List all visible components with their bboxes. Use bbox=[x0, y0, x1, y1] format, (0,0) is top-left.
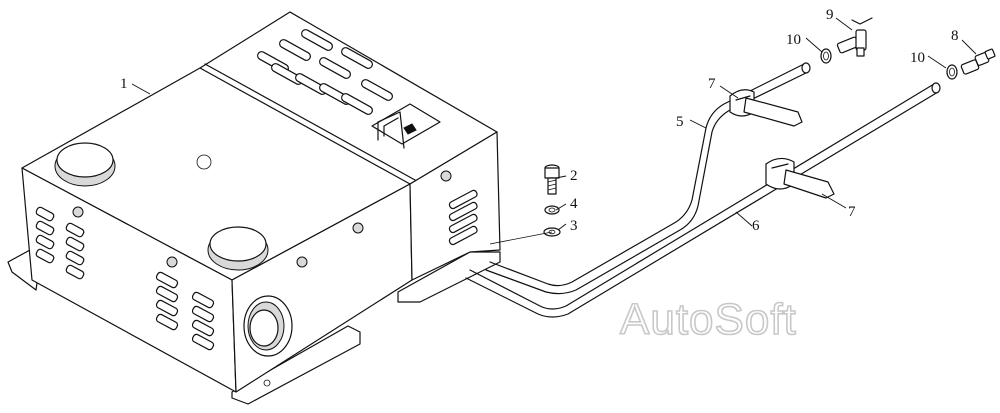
callout-10-upper: 10 bbox=[786, 32, 801, 48]
callout-2: 2 bbox=[570, 168, 578, 184]
callout-leaders bbox=[131, 17, 977, 231]
top-handle bbox=[371, 103, 441, 149]
clamp-upper bbox=[729, 89, 803, 127]
heater-unit bbox=[21, 11, 501, 393]
fitting bbox=[960, 48, 996, 75]
watermark-text: AutoSoft bbox=[620, 295, 797, 344]
pipe-6 bbox=[465, 82, 941, 318]
hose-clamp-upper bbox=[820, 48, 832, 64]
round-port-top-center bbox=[207, 226, 269, 271]
front-vents-left bbox=[35, 206, 85, 280]
nut bbox=[544, 205, 560, 215]
callout-10-lower: 10 bbox=[910, 50, 925, 66]
base-plate-front bbox=[231, 325, 361, 405]
callout-1: 1 bbox=[120, 76, 128, 92]
callout-3: 3 bbox=[570, 218, 578, 234]
callout-8: 8 bbox=[951, 28, 959, 44]
endcap-vents bbox=[448, 189, 478, 246]
callout-6: 6 bbox=[752, 218, 760, 234]
side-duct-outlet bbox=[243, 295, 293, 357]
hose-clamp-lower bbox=[946, 64, 958, 80]
round-port-top-left bbox=[54, 142, 116, 187]
callout-7-upper: 7 bbox=[708, 76, 716, 92]
callout-9: 9 bbox=[826, 7, 834, 23]
callout-5: 5 bbox=[676, 114, 684, 130]
valve bbox=[836, 17, 873, 57]
callout-labels: 1 2 3 4 5 6 7 7 8 9 10 10 bbox=[120, 7, 959, 234]
bolt bbox=[544, 164, 560, 195]
screws bbox=[72, 170, 452, 268]
top-vents bbox=[257, 29, 393, 115]
front-vents-right bbox=[155, 271, 215, 351]
clamp-lower bbox=[765, 157, 835, 199]
callout-7-lower: 7 bbox=[848, 204, 856, 220]
pipe-5 bbox=[485, 62, 811, 295]
callout-4: 4 bbox=[570, 196, 578, 212]
